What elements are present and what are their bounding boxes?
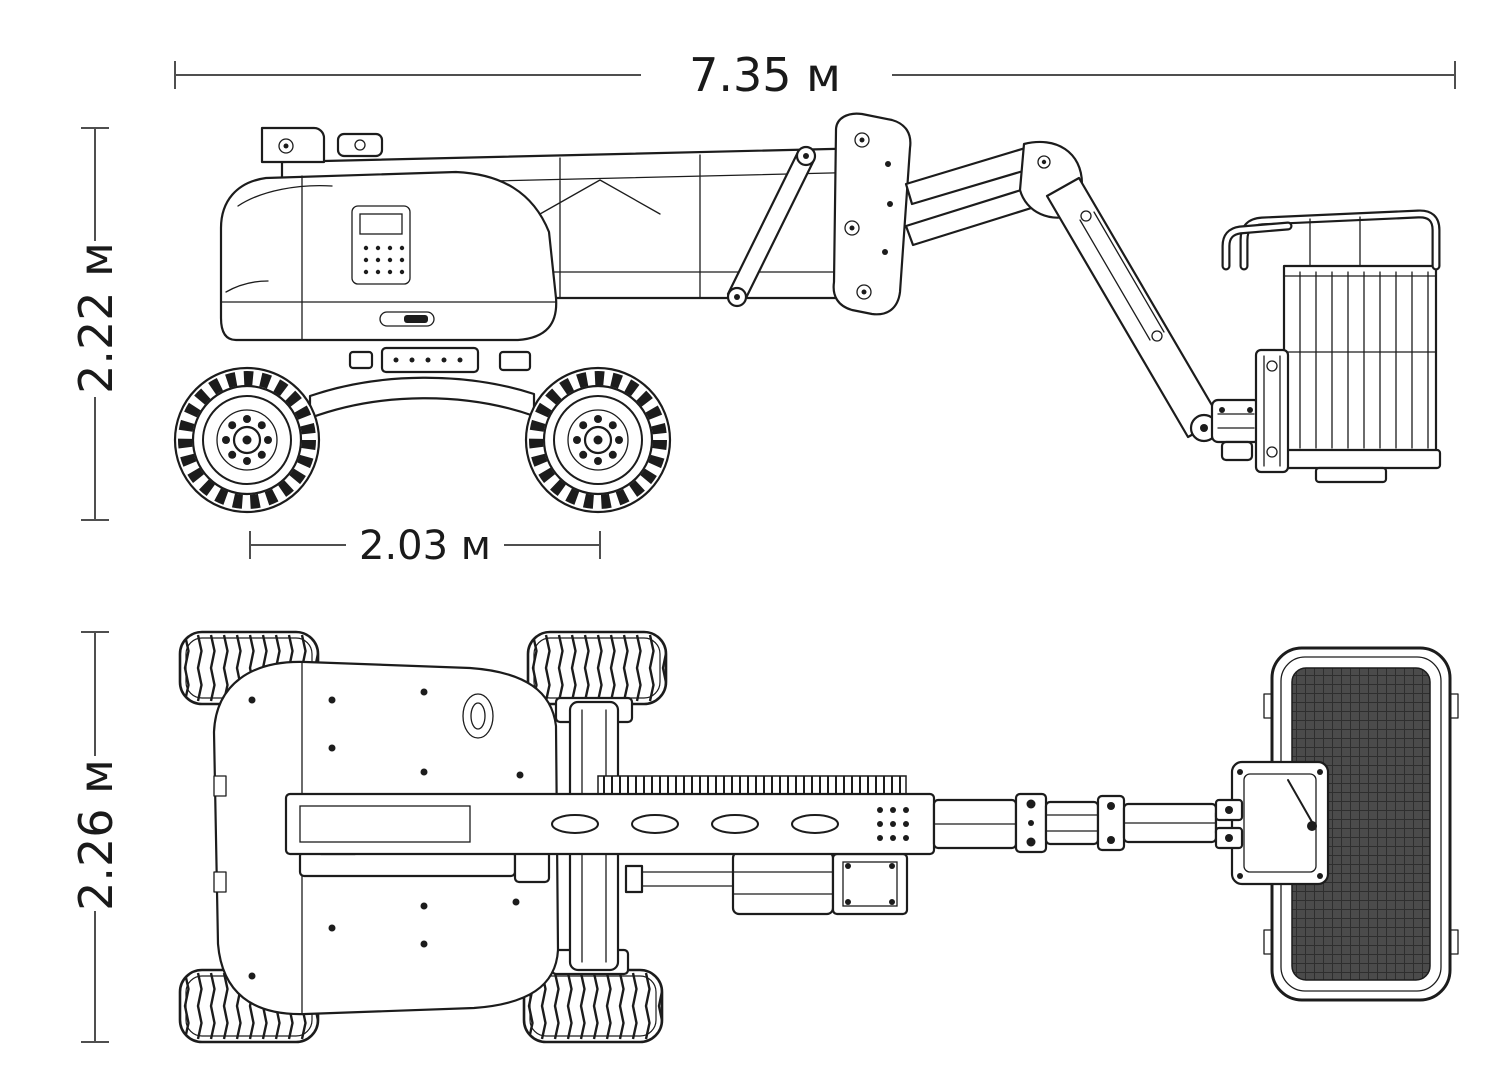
side-turret (832, 112, 912, 316)
dim-wheelbase: 2.03 м (249, 523, 601, 569)
tire-front-left (526, 630, 668, 706)
side-view (175, 112, 1442, 512)
top-platform (1214, 646, 1459, 1002)
dim-overall-height: 2.22 м (69, 127, 123, 521)
platform-guardrail (1221, 209, 1441, 271)
top-lower-arm (298, 838, 909, 916)
platform-support (1254, 348, 1290, 474)
side-platform (1221, 209, 1442, 484)
top-boom (284, 775, 1244, 856)
overall-length-label: 7.35 м (689, 48, 841, 102)
overall-width-label: 2.26 м (69, 759, 123, 911)
platform-floor (1276, 448, 1442, 470)
rear-wheel (175, 368, 319, 512)
wheelbase-label: 2.03 м (359, 523, 491, 569)
platform-wall (1282, 264, 1438, 454)
side-chassis (219, 170, 558, 342)
side-riser-arm (1045, 176, 1222, 439)
platform-control-box (1230, 760, 1330, 886)
overall-height-label: 2.22 м (69, 242, 123, 394)
side-axle (308, 346, 536, 420)
side-jib (1189, 398, 1262, 462)
boom-rack (597, 775, 907, 795)
control-panel (351, 205, 411, 285)
dim-overall-length: 7.35 м (174, 48, 1456, 102)
top-view (178, 630, 1459, 1044)
lift-cylinder (726, 145, 817, 308)
front-wheel (526, 368, 670, 512)
dim-overall-width: 2.26 м (69, 631, 123, 1043)
side-link-arms (904, 140, 1084, 247)
